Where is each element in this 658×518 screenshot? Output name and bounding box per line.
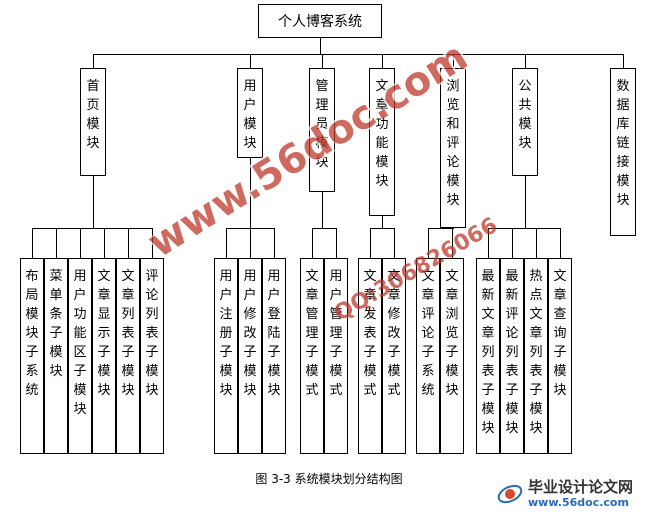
submodule-drop-line — [32, 228, 33, 258]
submodule-node: 文章查询子模块 — [548, 258, 572, 454]
submodule-drop-line — [560, 228, 561, 258]
figure-caption: 图 3-3 系统模块划分结构图 — [255, 472, 403, 486]
submodule-node: 用户管理子模式 — [324, 258, 348, 454]
submodule-drop-line — [394, 228, 395, 258]
submodule-node: 文章显示子模块 — [92, 258, 116, 454]
submodule-drop-line — [56, 228, 57, 258]
module-node: 用户模块 — [237, 68, 263, 158]
submodule-node: 文章发表子模式 — [358, 258, 382, 454]
submodule-drop-line — [312, 228, 313, 258]
submodule-drop-line — [104, 228, 105, 258]
module-drop-line — [322, 54, 323, 68]
module-node: 数据库链接模块 — [610, 68, 636, 236]
submodule-drop-line — [452, 228, 453, 258]
submodule-drop-line — [370, 228, 371, 258]
submodule-bus-line — [32, 228, 153, 229]
submodule-node: 菜单条子模块 — [44, 258, 68, 454]
module-stem-line — [322, 192, 323, 228]
submodule-node: 用户功能区子模块 — [68, 258, 92, 454]
submodule-node: 文章列表子模块 — [116, 258, 140, 454]
submodule-drop-line — [152, 228, 153, 258]
submodule-node: 最新评论列表子模块 — [500, 258, 524, 454]
footer-logo: 毕业设计论文网 www.56doc.com — [492, 474, 652, 514]
module-stem-line — [525, 176, 526, 228]
submodule-drop-line — [274, 228, 275, 258]
submodule-bus-line — [488, 228, 561, 229]
root-node: 个人博客系统 — [258, 4, 382, 38]
module-stem-line — [250, 158, 251, 228]
submodule-node: 最新文章列表子模块 — [476, 258, 500, 454]
module-node: 公共模块 — [512, 68, 538, 176]
submodule-node: 文章修改子模式 — [382, 258, 406, 454]
module-stem-line — [93, 176, 94, 228]
module-drop-line — [93, 54, 94, 68]
submodule-drop-line — [80, 228, 81, 258]
footer-brand: 毕业设计论文网 — [528, 478, 634, 496]
module-drop-line — [453, 54, 454, 68]
level2-bus-line — [93, 54, 624, 55]
submodule-drop-line — [428, 228, 429, 258]
submodule-node: 布局模块子系统 — [20, 258, 44, 454]
logo-mark-icon — [497, 484, 523, 504]
submodule-node: 文章管理子模式 — [300, 258, 324, 454]
module-drop-line — [623, 54, 624, 68]
submodule-node: 评论列表子模块 — [140, 258, 164, 454]
module-node: 首页模块 — [80, 68, 106, 176]
submodule-node: 热点文章列表子模块 — [524, 258, 548, 454]
submodule-node: 文章评论子系统 — [416, 258, 440, 454]
submodule-bus-line — [370, 228, 395, 229]
submodule-drop-line — [250, 228, 251, 258]
module-drop-line — [250, 54, 251, 68]
footer-url: www.56doc.com — [528, 496, 629, 509]
submodule-drop-line — [512, 228, 513, 258]
module-stem-line — [382, 216, 383, 228]
submodule-drop-line — [336, 228, 337, 258]
module-drop-line — [382, 54, 383, 68]
submodule-drop-line — [128, 228, 129, 258]
submodule-node: 用户登陆子模块 — [262, 258, 286, 454]
submodule-node: 文章浏览子模块 — [440, 258, 464, 454]
module-node: 浏览和评论模块 — [440, 68, 466, 228]
module-node: 文章功能模块 — [369, 68, 395, 216]
submodule-drop-line — [488, 228, 489, 258]
submodule-node: 用户注册子模块 — [214, 258, 238, 454]
submodule-bus-line — [312, 228, 337, 229]
module-drop-line — [525, 54, 526, 68]
root-label: 个人博客系统 — [278, 14, 362, 30]
submodule-drop-line — [226, 228, 227, 258]
root-stem-line — [320, 38, 321, 54]
module-node: 管理员模块 — [309, 68, 335, 192]
submodule-node: 用户修改子模块 — [238, 258, 262, 454]
submodule-drop-line — [536, 228, 537, 258]
submodule-bus-line — [428, 228, 454, 229]
